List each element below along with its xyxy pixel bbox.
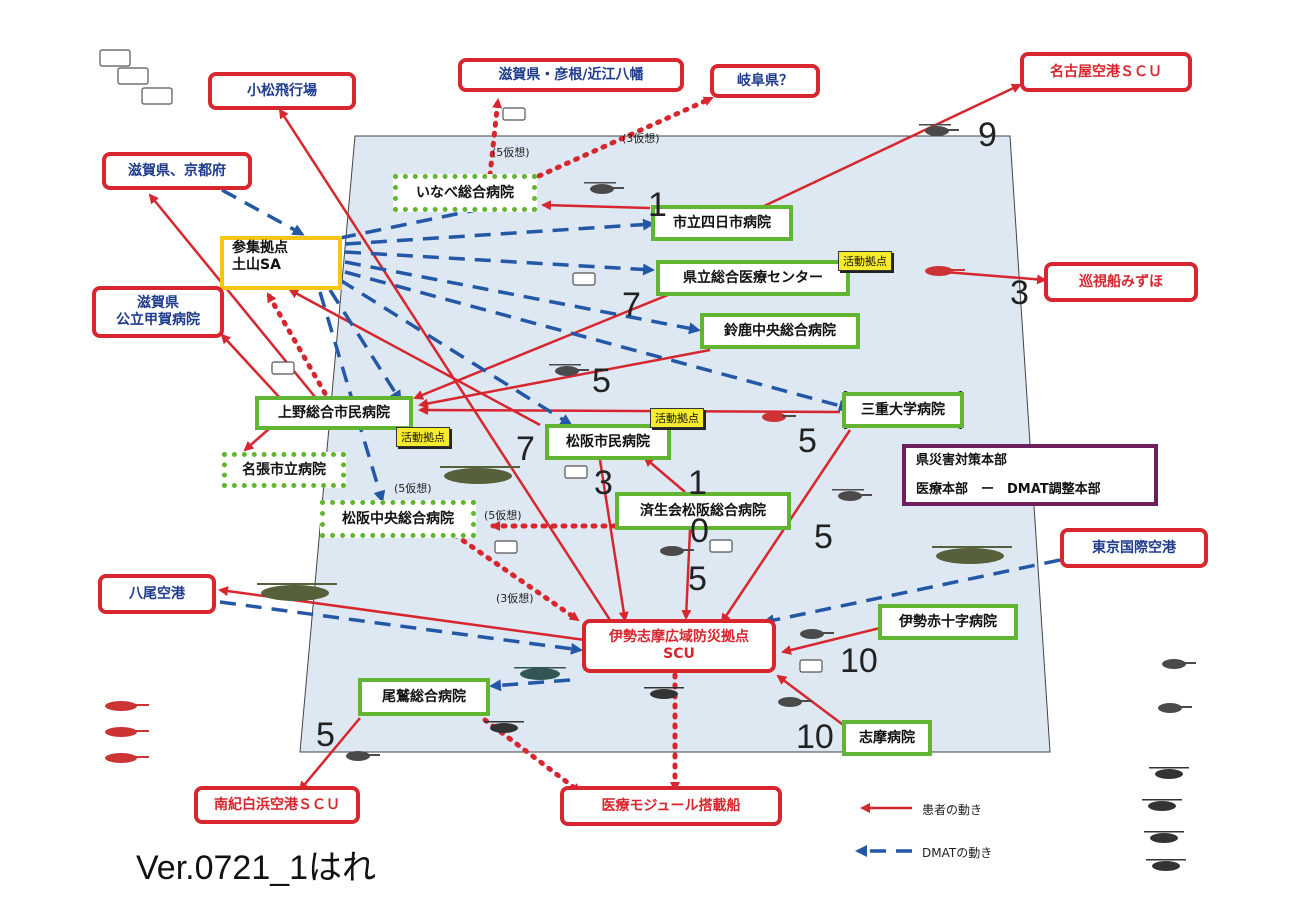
node-nabari: 名張市立病院 [222, 452, 346, 488]
node-nanki-scu: 南紀白浜空港ＳＣＵ [194, 786, 360, 824]
helicopter-icons [105, 124, 1196, 871]
count-mie-univ: 5 [798, 422, 817, 460]
count-mid-5: 5 [688, 560, 707, 598]
node-shiga-koka: 滋賀県 公立甲賀病院 [92, 286, 224, 338]
node-ueno: 上野総合市民病院 [255, 396, 413, 430]
count-zero: 0 [690, 512, 709, 550]
shiga-koka-line2: 公立甲賀病院 [116, 312, 200, 328]
shiga-koka-line1: 滋賀県 [137, 295, 179, 311]
note-mchuo-virtual-3: (3仮想) [496, 592, 534, 605]
node-owase: 尾鷲総合病院 [358, 678, 490, 716]
node-iryo-ship: 医療モジュール搭載船 [560, 786, 782, 826]
count-kenritsu: 7 [622, 286, 641, 324]
node-komatsu: 小松飛行場 [208, 72, 356, 110]
node-gifu: 岐阜県？ [710, 64, 820, 98]
ambulance-icons [99, 49, 823, 673]
node-mie-univ: 三重大学病院 [842, 392, 964, 428]
count-nagoya: 9 [978, 116, 997, 154]
tag-ueno-activity: 活動拠点 [396, 427, 450, 447]
count-suzuka: 5 [592, 362, 611, 400]
node-junshisen: 巡視船みずほ [1044, 262, 1198, 302]
count-shima: 10 [796, 718, 834, 756]
legend-dmat: DMATの動き [922, 846, 993, 860]
patient-arrows [148, 83, 1047, 792]
node-saiseikai: 済生会松阪総合病院 [615, 492, 791, 530]
node-yokkaichi: 市立四日市病院 [651, 205, 793, 241]
dmat-arrows [219, 188, 1061, 692]
node-shiga-hikone: 滋賀県・彦根/近江八幡 [458, 58, 684, 92]
note-inabe-virtual: (5仮想) [492, 146, 530, 159]
node-yao: 八尾空港 [98, 574, 216, 614]
node-shima: 志摩病院 [842, 720, 932, 756]
node-matsusaka-chuo: 松阪中央総合病院 [320, 500, 476, 538]
version-label: Ver.0721_1はれ [136, 849, 377, 887]
note-gifu-virtual: (3仮想) [622, 132, 660, 145]
note-mchuo-virtual: (5仮想) [394, 482, 432, 495]
count-owase: 5 [316, 716, 335, 754]
node-suzuka: 鈴鹿中央総合病院 [700, 313, 860, 349]
node-shiga-kyoto: 滋賀県、京都府 [102, 152, 252, 190]
count-junshisen: 3 [1010, 274, 1029, 312]
node-ise-redcross: 伊勢赤十字病院 [878, 604, 1018, 640]
node-ise-scu: 伊勢志摩広域防災拠点 SCU [582, 619, 776, 673]
node-sanshu-kyoten: 参集拠点 土山SA [220, 236, 342, 290]
count-right-5: 5 [814, 518, 833, 556]
ise-scu-line1: 伊勢志摩広域防災拠点 [609, 629, 749, 645]
hq-line1: 県災害対策本部 [916, 453, 1008, 468]
node-tokyo: 東京国際空港 [1060, 528, 1208, 568]
count-yokkaichi: 1 [648, 186, 667, 224]
count-redcross: 10 [840, 642, 878, 680]
tag-matsusaka-activity: 活動拠点 [650, 408, 704, 428]
count-saiseikai-1: 1 [688, 464, 707, 502]
sanshu-line1: 参集拠点 [232, 240, 288, 256]
hq-box: 県災害対策本部 医療本部 ー DMAT調整本部 [902, 444, 1158, 506]
count-matsusaka-7: 7 [516, 430, 535, 468]
hq-line2: 医療本部 ー DMAT調整本部 [916, 482, 1101, 497]
ise-scu-line2: SCU [663, 646, 695, 662]
sanshu-line2: 土山SA [232, 257, 281, 273]
node-matsusaka-shimin: 松阪市民病院 [545, 424, 671, 460]
count-matsusaka-3: 3 [594, 464, 613, 502]
legend-patient: 患者の動き [922, 803, 983, 817]
note-saiseikai-virtual: (5仮想) [484, 509, 522, 522]
node-inabe: いなべ総合病院 [393, 174, 537, 212]
tag-kenritsu-activity: 活動拠点 [838, 251, 892, 271]
node-nagoya-scu: 名古屋空港ＳＣＵ [1020, 52, 1192, 92]
node-kenritsu: 県立総合医療センター [656, 260, 850, 296]
